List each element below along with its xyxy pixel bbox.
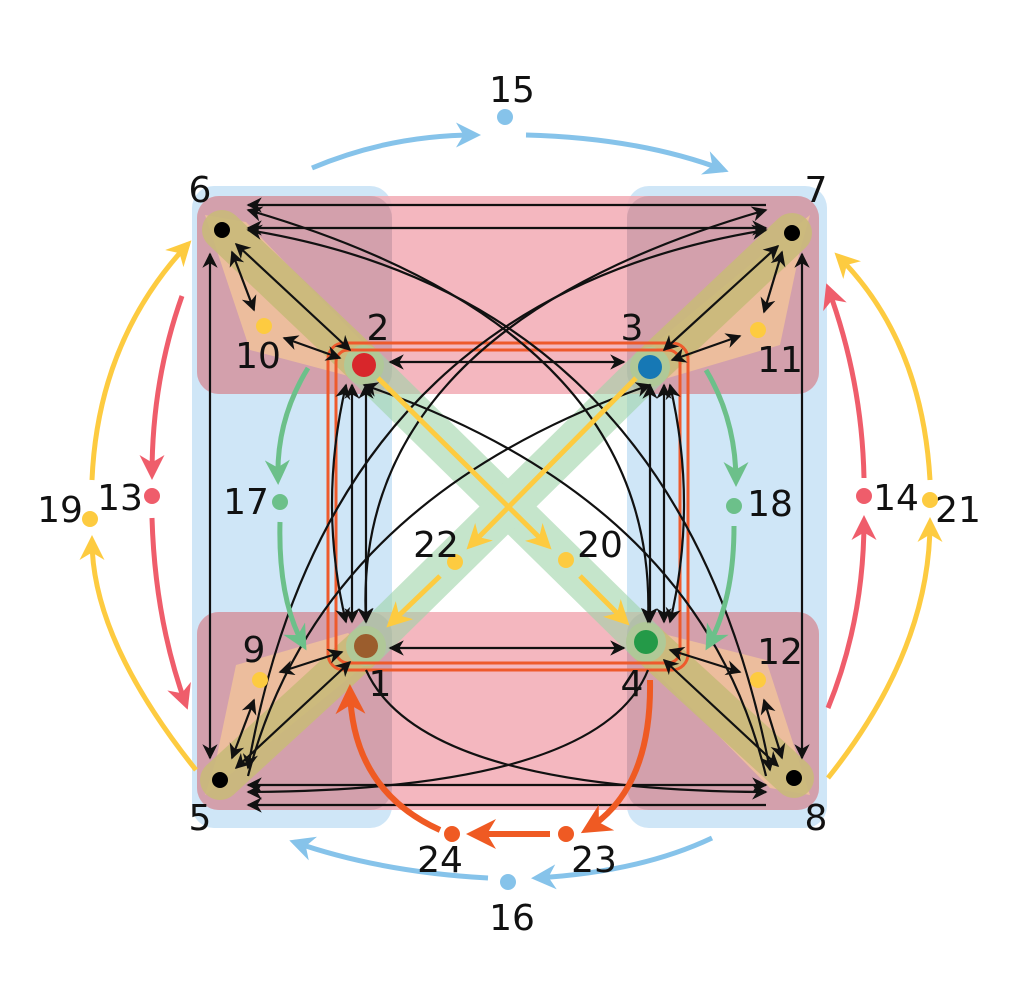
label-node-22: 22 — [413, 525, 459, 566]
node-17[interactable] — [272, 494, 288, 510]
node-5[interactable] — [212, 772, 228, 788]
node-22[interactable] — [447, 554, 463, 570]
red-arrows — [139, 283, 877, 710]
edge-4-5-arc — [246, 669, 650, 800]
node-6[interactable] — [214, 222, 230, 238]
label-node-20: 20 — [577, 525, 623, 566]
arrow-8-16 — [531, 835, 714, 890]
arrow-2-20 — [376, 376, 552, 550]
label-node-18: 18 — [747, 484, 793, 525]
node-9[interactable] — [252, 672, 268, 688]
arrow-22-1 — [386, 574, 442, 628]
label-node-12: 12 — [757, 632, 803, 673]
label-node-15: 15 — [489, 70, 535, 111]
node-labels: 1 2 3 4 5 6 7 8 9 10 11 12 13 14 15 16 1… — [37, 70, 981, 939]
orange-arrows — [335, 679, 654, 849]
node-21[interactable] — [922, 492, 938, 508]
arrow-2-17 — [264, 366, 311, 485]
arrow-8-14 — [825, 515, 877, 709]
arrow-14-7 — [823, 283, 867, 479]
label-node-11: 11 — [757, 340, 803, 381]
green-arrows — [264, 366, 749, 651]
label-node-17: 17 — [223, 482, 269, 523]
arrow-3-22 — [466, 376, 638, 550]
label-node-19: 19 — [37, 490, 83, 531]
label-node-4: 4 — [621, 664, 644, 705]
arrow-24-1 — [335, 684, 442, 833]
arrow-18-4 — [705, 525, 737, 651]
edge-4-6-arc — [246, 206, 657, 624]
node-18[interactable] — [726, 498, 742, 514]
arrow-4-23 — [580, 679, 654, 834]
arrow-17-1 — [277, 521, 307, 651]
node-7[interactable] — [784, 225, 800, 241]
node-19[interactable] — [82, 511, 98, 527]
node-10[interactable] — [256, 318, 272, 334]
label-node-7: 7 — [805, 170, 828, 211]
node-16[interactable] — [500, 874, 516, 890]
node-11[interactable] — [750, 322, 766, 338]
node-13[interactable] — [144, 488, 160, 504]
arrow-3-18 — [703, 368, 749, 487]
node-3[interactable] — [638, 355, 662, 379]
label-node-21: 21 — [935, 490, 981, 531]
label-node-6: 6 — [189, 170, 212, 211]
blue-arrows — [289, 122, 729, 890]
arrow-20-4 — [578, 574, 630, 626]
arrow-8-21 — [826, 517, 943, 780]
node-8[interactable] — [786, 770, 802, 786]
label-node-5: 5 — [189, 798, 212, 839]
yellow-arrows — [79, 240, 943, 780]
arrow-6-13 — [139, 295, 185, 480]
label-node-1: 1 — [369, 664, 392, 705]
label-node-24: 24 — [417, 840, 463, 881]
node-20[interactable] — [558, 552, 574, 568]
node-4[interactable] — [634, 630, 658, 654]
label-node-13: 13 — [97, 478, 143, 519]
node-24[interactable] — [444, 826, 460, 842]
label-node-16: 16 — [489, 898, 535, 939]
arrow-19-6 — [89, 240, 192, 481]
label-node-2: 2 — [367, 308, 390, 349]
arrow-16-5 — [289, 836, 489, 881]
label-node-8: 8 — [805, 798, 828, 839]
label-node-9: 9 — [243, 630, 266, 671]
nodes — [82, 109, 938, 890]
label-node-23: 23 — [571, 840, 617, 881]
black-edges — [202, 197, 810, 813]
arrow-15-7 — [525, 132, 729, 175]
node-1[interactable] — [354, 634, 378, 658]
label-node-10: 10 — [235, 336, 281, 377]
arrow-13-5 — [149, 517, 191, 710]
node-12[interactable] — [750, 672, 766, 688]
label-node-3: 3 — [621, 308, 644, 349]
node-15[interactable] — [497, 109, 513, 125]
node-23[interactable] — [558, 826, 574, 842]
arrow-6-15 — [311, 122, 481, 171]
arrow-21-7 — [834, 252, 933, 481]
arrow-5-19 — [79, 535, 198, 772]
label-node-14: 14 — [873, 478, 919, 519]
node-14[interactable] — [856, 488, 872, 504]
edge-1-8-arc — [364, 669, 768, 800]
node-2[interactable] — [352, 353, 376, 377]
